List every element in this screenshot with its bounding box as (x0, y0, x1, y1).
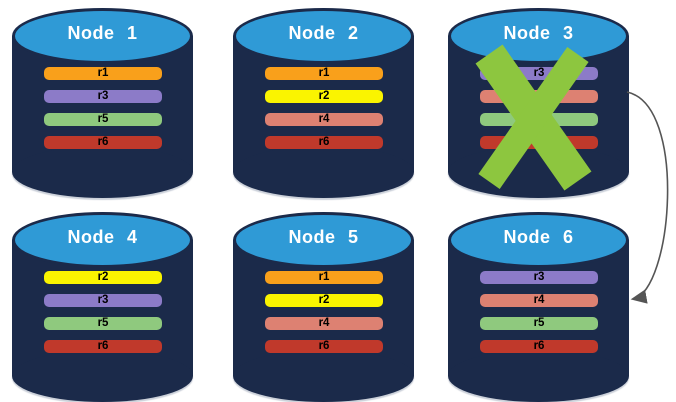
replica-bar-r1: r1 (265, 271, 383, 284)
replica-label: r2 (318, 294, 330, 306)
node-4: Node 4 r2 r3 r5 r6 (12, 212, 193, 402)
cylinder-top (12, 8, 193, 64)
node-title: Node 4 (67, 227, 138, 247)
replica-label: r3 (97, 294, 109, 306)
failure-x-icon (448, 8, 629, 198)
replica-label: r1 (97, 67, 109, 79)
replica-bar-r6: r6 (265, 136, 383, 149)
cylinder-bottom (233, 350, 414, 402)
cylinder-bottom (448, 350, 629, 402)
cylinder-top (233, 8, 414, 64)
node-title: Node 3 (503, 23, 574, 43)
replica-label: r1 (318, 271, 330, 283)
replica-bar-r2: r2 (265, 90, 383, 103)
node-title: Node 5 (288, 227, 359, 247)
replica-bar-r3: r3 (480, 271, 598, 284)
cylinder-top (448, 212, 629, 268)
replica-bar-r3: r3 (44, 294, 162, 307)
replica-label: r4 (318, 113, 330, 125)
replica-bar-r4: r4 (480, 294, 598, 307)
node-6: Node 6 r3 r4 r5 r6 (448, 212, 629, 402)
replica-label: r5 (97, 113, 109, 125)
node-title: Node 6 (503, 227, 574, 247)
replica-label: r6 (318, 340, 330, 352)
cylinder-bottom (12, 146, 193, 198)
cylinder-top (12, 212, 193, 268)
replica-bar-r2: r2 (44, 271, 162, 284)
node-1: Node 1 r1 r3 r5 r6 (12, 8, 193, 198)
replica-bar-r4: r4 (265, 317, 383, 330)
replication-arrow-path (626, 91, 669, 304)
replica-label: r6 (318, 136, 330, 148)
replica-label: r6 (533, 340, 545, 352)
replica-bar-r5: r5 (44, 317, 162, 330)
replica-bar-r6: r6 (265, 340, 383, 353)
node-title: Node 2 (288, 23, 359, 43)
replica-bar-r3: r3 (44, 90, 162, 103)
replica-bar-r1: r1 (265, 67, 383, 80)
node-2: Node 2 r1 r2 r4 r6 (233, 8, 414, 198)
node-5: Node 5 r1 r2 r4 r6 (233, 212, 414, 402)
replica-label: r2 (318, 90, 330, 102)
replica-label: r1 (318, 67, 330, 79)
replica-bar-r6: r6 (480, 340, 598, 353)
cylinder-bottom (233, 146, 414, 198)
replica-label: r3 (533, 271, 545, 283)
replica-bar-r1: r1 (44, 67, 162, 80)
replica-bar-r5: r5 (44, 113, 162, 126)
replica-label: r5 (97, 317, 109, 329)
replica-label: r4 (533, 294, 545, 306)
replica-label: r6 (97, 340, 109, 352)
cylinder-top (448, 8, 629, 64)
cylinder-bottom (12, 350, 193, 402)
replica-bar-r4: r4 (265, 113, 383, 126)
replica-label: r5 (533, 317, 545, 329)
replica-label: r3 (533, 67, 545, 79)
replica-label: r4 (318, 317, 330, 329)
replica-bar-r6: r6 (44, 136, 162, 149)
replica-label: r3 (97, 90, 109, 102)
cylinder-top (233, 212, 414, 268)
replica-label: r2 (97, 271, 109, 283)
node-3: Node 3 r3 r4 r5 r6 (448, 8, 629, 198)
replica-label: r6 (97, 136, 109, 148)
replica-bar-r5: r5 (480, 317, 598, 330)
node-title: Node 1 (67, 23, 138, 43)
replica-bar-r2: r2 (265, 294, 383, 307)
replica-bar-r6: r6 (44, 340, 162, 353)
